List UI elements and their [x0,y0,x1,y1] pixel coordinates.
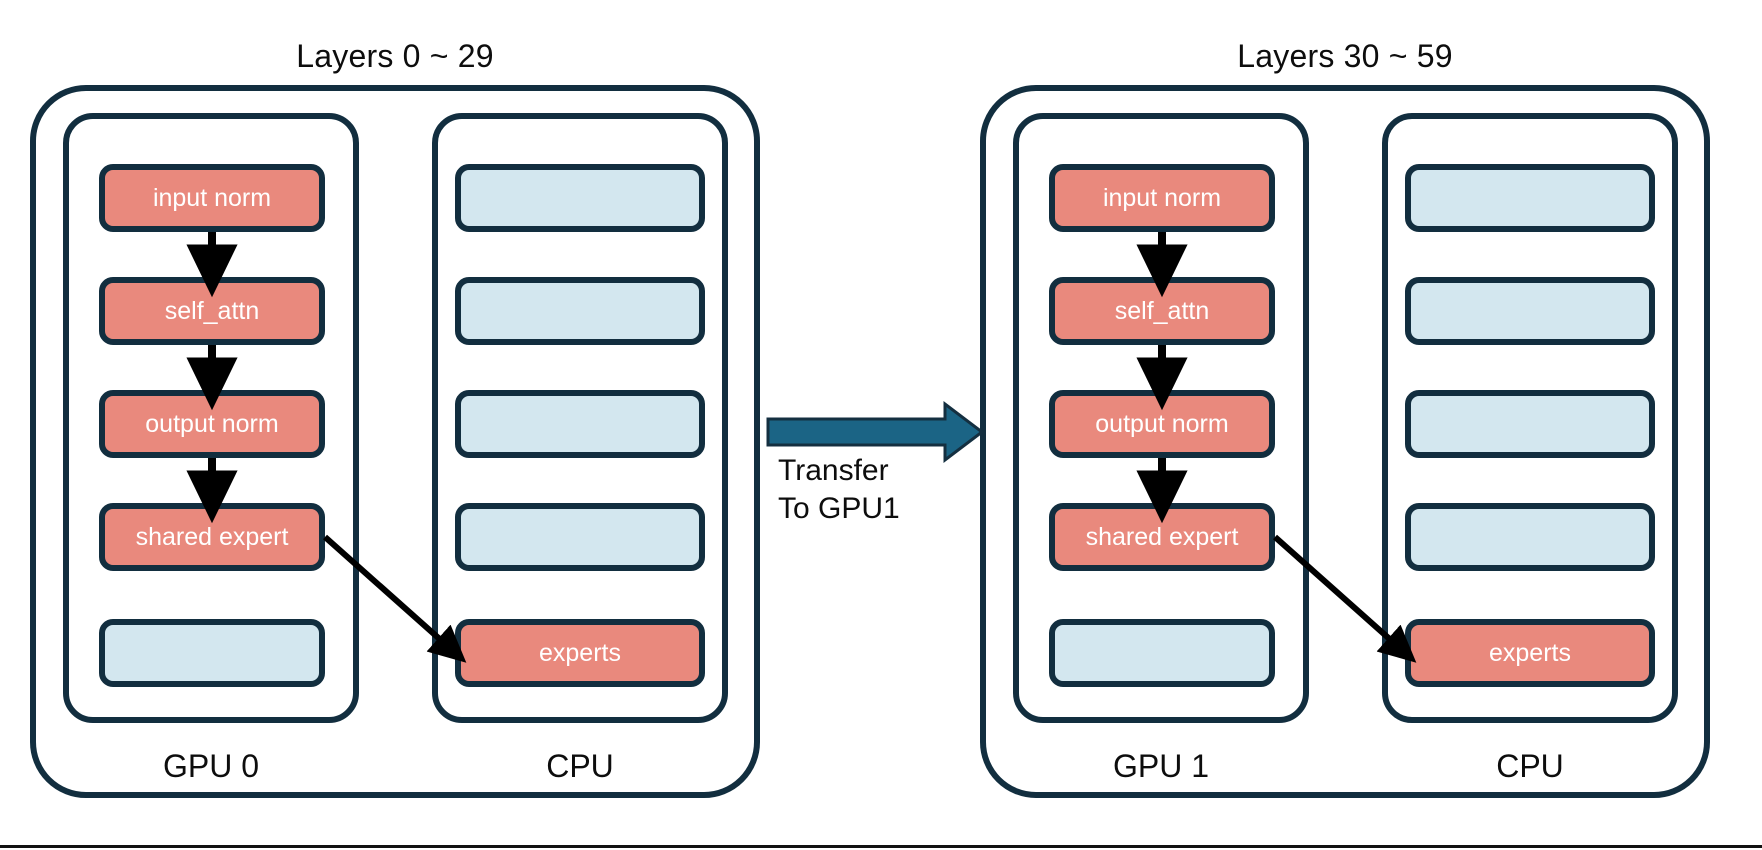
node-label: input norm [1102,183,1222,212]
node-label: self_attn [164,296,260,325]
column-label-gpu0: GPU 0 [162,748,260,784]
node-cpu1-slot-3[interactable] [1405,390,1655,458]
node-gpu1-shared-expert[interactable]: shared expert [1049,503,1275,571]
node-cpu1-experts[interactable]: experts [1405,619,1655,687]
node-cpu0-slot-2[interactable] [455,277,705,345]
column-label-cpu1: CPU [1496,748,1564,784]
panel-left-title: Layers 0 ~ 29 [296,38,494,74]
page-bottom-edge [0,845,1762,848]
node-label: shared expert [1085,522,1239,551]
transfer-label: Transfer To GPU1 [778,454,900,526]
node-gpu0-output-norm[interactable]: output norm [99,390,325,458]
node-gpu1-output-norm[interactable]: output norm [1049,390,1275,458]
node-cpu1-slot-2[interactable] [1405,277,1655,345]
node-gpu0-self-attn[interactable]: self_attn [99,277,325,345]
node-gpu1-self-attn[interactable]: self_attn [1049,277,1275,345]
node-label: input norm [152,183,272,212]
node-label: experts [1489,638,1571,667]
panel-right-title: Layers 30 ~ 59 [1237,38,1453,74]
node-label: output norm [145,409,279,438]
column-label-gpu1: GPU 1 [1112,748,1210,784]
node-label: shared expert [135,522,289,551]
node-gpu0-shared-expert[interactable]: shared expert [99,503,325,571]
node-gpu0-input-norm[interactable]: input norm [99,164,325,232]
node-gpu0-empty[interactable] [99,619,325,687]
node-cpu0-slot-1[interactable] [455,164,705,232]
column-label-cpu0: CPU [546,748,614,784]
node-cpu1-slot-1[interactable] [1405,164,1655,232]
node-cpu0-slot-3[interactable] [455,390,705,458]
node-cpu0-experts[interactable]: experts [455,619,705,687]
node-cpu1-slot-4[interactable] [1405,503,1655,571]
node-label: self_attn [1114,296,1210,325]
node-gpu1-input-norm[interactable]: input norm [1049,164,1275,232]
node-cpu0-slot-4[interactable] [455,503,705,571]
node-gpu1-empty[interactable] [1049,619,1275,687]
node-label: experts [539,638,621,667]
node-label: output norm [1095,409,1229,438]
